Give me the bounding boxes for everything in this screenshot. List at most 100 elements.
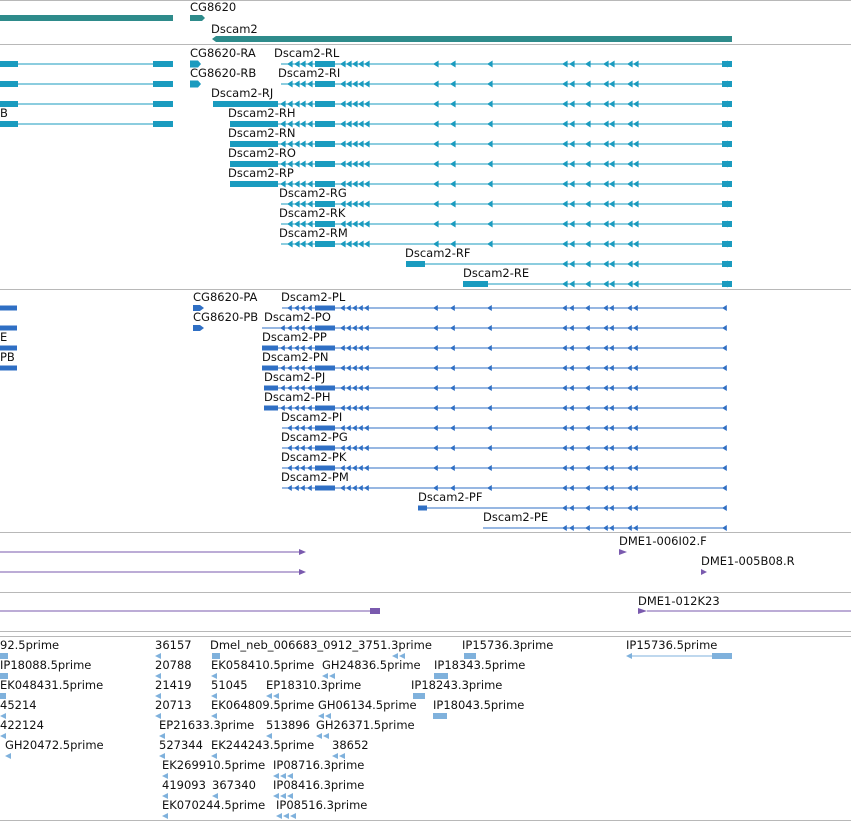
exon-arrow[interactable] (294, 405, 299, 411)
est-feature[interactable] (162, 773, 168, 779)
exon-arrow[interactable] (562, 260, 568, 268)
exon-arrow[interactable] (609, 405, 614, 411)
exon-arrow[interactable] (352, 60, 358, 68)
exon-arrow[interactable] (294, 200, 300, 208)
exon-block[interactable] (463, 281, 488, 287)
exon-arrow[interactable] (569, 180, 575, 188)
exon-arrow[interactable] (487, 240, 493, 248)
exon-arrow[interactable] (358, 445, 363, 451)
exon-arrow[interactable] (364, 120, 370, 128)
exon-arrow[interactable] (287, 485, 292, 491)
exon-arrow[interactable] (627, 120, 633, 128)
exon-arrow[interactable] (585, 345, 590, 351)
exon-arrow[interactable] (603, 345, 608, 351)
exon-arrow[interactable] (627, 305, 632, 311)
exon-arrow[interactable] (603, 220, 609, 228)
exon-arrow[interactable] (609, 365, 614, 371)
exon-arrow[interactable] (603, 160, 609, 168)
exon-arrow[interactable] (609, 220, 615, 228)
exon-arrow[interactable] (585, 445, 590, 451)
exon-arrow[interactable] (633, 80, 639, 88)
exon-arrow[interactable] (603, 445, 608, 451)
exon-arrow[interactable] (450, 200, 456, 208)
exon-arrow[interactable] (633, 425, 638, 431)
exon-arrow[interactable] (352, 425, 357, 431)
exon-arrow[interactable] (364, 445, 369, 451)
exon-arrow[interactable] (562, 120, 568, 128)
exon-arrow[interactable] (487, 200, 493, 208)
exon-arrow[interactable] (562, 465, 567, 471)
exon-arrow[interactable] (585, 525, 590, 531)
exon-arrow[interactable] (585, 385, 590, 391)
exon-arrow[interactable] (633, 305, 638, 311)
exon-arrow[interactable] (352, 220, 358, 228)
est-feature[interactable] (329, 673, 335, 679)
exon-arrow[interactable] (609, 485, 614, 491)
exon-arrow[interactable] (352, 200, 358, 208)
exon-arrow[interactable] (364, 140, 370, 148)
exon-arrow[interactable] (569, 385, 574, 391)
exon-arrow[interactable] (633, 260, 639, 268)
exon-arrow[interactable] (633, 60, 639, 68)
exon-arrow[interactable] (450, 385, 455, 391)
exon-arrow[interactable] (358, 485, 363, 491)
exon-arrow[interactable] (569, 325, 574, 331)
exon-arrow[interactable] (562, 385, 567, 391)
exon-block[interactable] (722, 161, 732, 167)
exon-arrow[interactable] (627, 505, 632, 511)
exon-block[interactable] (315, 81, 335, 87)
exon-arrow[interactable] (346, 160, 352, 168)
exon-arrow[interactable] (287, 405, 292, 411)
exon-arrow[interactable] (433, 465, 438, 471)
exon-arrow[interactable] (364, 80, 370, 88)
exon-arrow[interactable] (562, 140, 568, 148)
exon-arrow[interactable] (340, 180, 346, 188)
exon-arrow[interactable] (352, 465, 357, 471)
exon-arrow[interactable] (300, 405, 305, 411)
protein-block[interactable] (315, 445, 335, 451)
exon-arrow[interactable] (433, 100, 439, 108)
exon-arrow[interactable] (300, 180, 306, 188)
exon-arrow[interactable] (352, 80, 358, 88)
est-feature[interactable] (162, 813, 168, 819)
exon-arrow[interactable] (487, 160, 493, 168)
clone-feature-006i02[interactable] (619, 549, 627, 555)
exon-arrow[interactable] (300, 60, 306, 68)
exon-arrow[interactable] (300, 80, 306, 88)
est-feature[interactable] (280, 793, 286, 799)
exon-arrow[interactable] (307, 120, 313, 128)
exon-arrow[interactable] (433, 140, 439, 148)
exon-arrow[interactable] (585, 180, 591, 188)
exon-block[interactable] (213, 101, 278, 107)
exon-arrow[interactable] (585, 405, 590, 411)
exon-arrow[interactable] (609, 445, 614, 451)
exon-arrow[interactable] (307, 485, 312, 491)
exon-arrow[interactable] (307, 60, 313, 68)
exon-block[interactable] (153, 61, 173, 67)
protein-block[interactable] (0, 345, 17, 351)
exon-arrow[interactable] (569, 280, 575, 288)
clone-end[interactable] (299, 569, 306, 575)
protein-block[interactable] (193, 325, 204, 331)
exon-arrow[interactable] (603, 425, 608, 431)
exon-arrow[interactable] (287, 385, 292, 391)
exon-arrow[interactable] (358, 405, 363, 411)
protein-block[interactable] (315, 305, 335, 311)
exon-arrow[interactable] (300, 385, 305, 391)
exon-arrow[interactable] (433, 120, 439, 128)
exon-arrow[interactable] (609, 345, 614, 351)
exon-arrow[interactable] (562, 60, 568, 68)
exon-arrow[interactable] (364, 220, 370, 228)
exon-arrow[interactable] (627, 240, 633, 248)
exon-arrow[interactable] (450, 180, 456, 188)
exon-arrow[interactable] (364, 240, 370, 248)
exon-arrow[interactable] (358, 325, 363, 331)
exon-arrow[interactable] (352, 305, 357, 311)
exon-arrow[interactable] (300, 160, 306, 168)
exon-arrow[interactable] (487, 345, 492, 351)
est-feature[interactable] (159, 733, 165, 739)
exon-block[interactable] (315, 101, 335, 107)
exon-arrow[interactable] (633, 100, 639, 108)
exon-arrow[interactable] (287, 445, 292, 451)
exon-arrow[interactable] (569, 485, 574, 491)
